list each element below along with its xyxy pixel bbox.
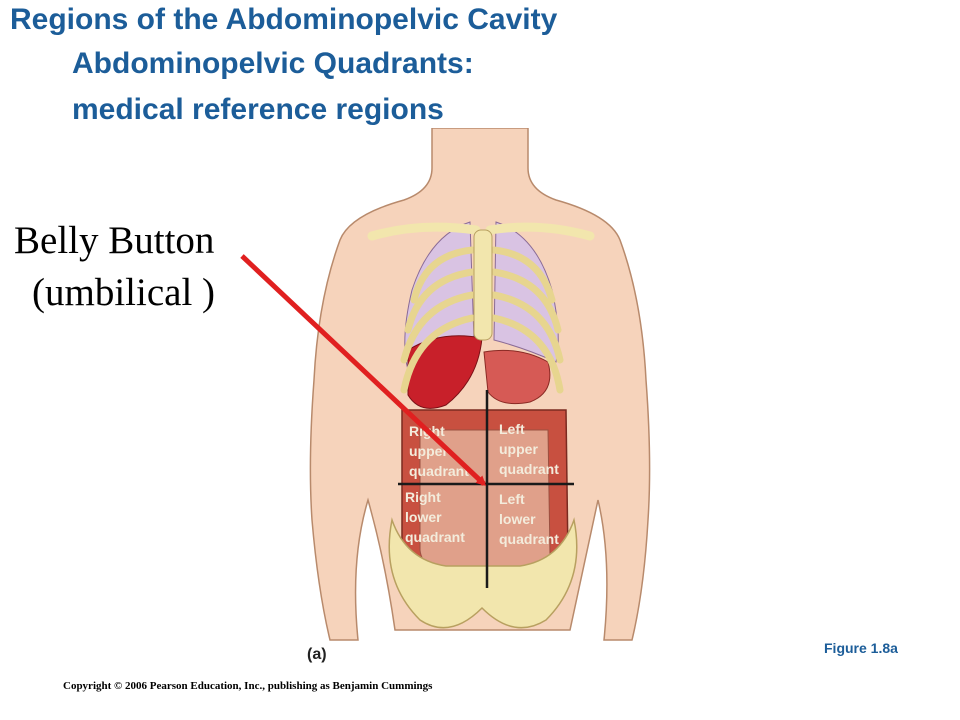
quadrant-word: quadrant: [499, 461, 559, 477]
left-upper-quadrant-label: Left upper quadrant: [499, 421, 559, 477]
left-lower-quadrant-label: Left lower quadrant: [499, 491, 559, 547]
stomach: [483, 349, 551, 405]
quadrant-word: quadrant: [405, 529, 465, 545]
quadrant-word: quadrant: [499, 531, 559, 547]
callout-label-umbilical: (umbilical ): [32, 271, 216, 314]
quadrant-word: upper: [409, 443, 448, 459]
figure-label: Figure 1.8a: [824, 640, 898, 656]
quadrant-word: lower: [405, 509, 442, 525]
sternum: [473, 229, 493, 341]
slide-subtitle-line2: medical reference regions: [72, 93, 444, 126]
abdominopelvic-quadrants-figure: Right upper quadrant Left upper quadrant…: [309, 128, 651, 641]
clavicles: [367, 222, 595, 241]
slide-subtitle-line1: Abdominopelvic Quadrants:: [72, 47, 474, 80]
callout-label-belly-button: Belly Button: [14, 219, 215, 262]
quadrant-word: Right: [409, 423, 445, 439]
panel-label: (a): [307, 646, 327, 663]
slide-title: Regions of the Abdominopelvic Cavity: [10, 3, 558, 36]
copyright-notice: Copyright © 2006 Pearson Education, Inc.…: [63, 680, 433, 692]
quadrant-word: Left: [499, 491, 525, 507]
quadrant-word: Right: [405, 489, 441, 505]
quadrant-word: Left: [499, 421, 525, 437]
quadrant-word: upper: [499, 441, 538, 457]
quadrant-word: quadrant: [409, 463, 469, 479]
pelvis: [388, 517, 578, 629]
quadrant-word: lower: [499, 511, 536, 527]
right-lower-quadrant-label: Right lower quadrant: [405, 489, 465, 545]
